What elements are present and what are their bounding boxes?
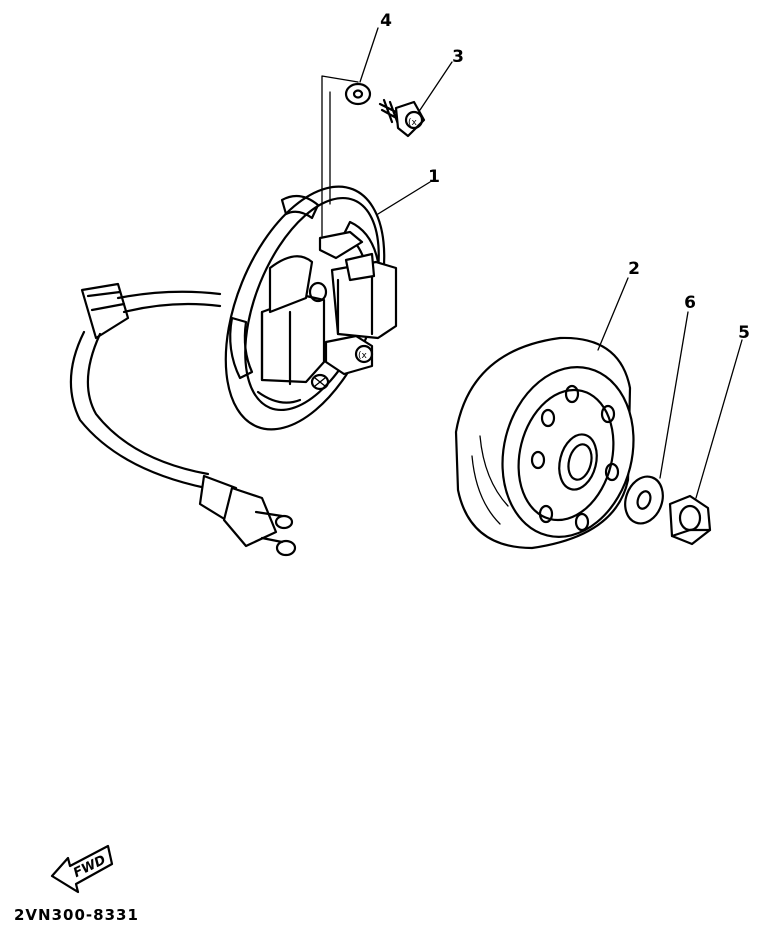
rotor-bolt-hole: [604, 462, 620, 482]
callout-3: 3: [452, 47, 464, 67]
wire-grommet: [80, 282, 130, 340]
callout-4: 4: [380, 11, 392, 31]
washer-part-4: [344, 82, 372, 106]
flywheel-rotor-part-2: [454, 336, 635, 550]
callout-leaders: [359, 27, 743, 499]
rotor-bolt-hole: [564, 384, 580, 404]
pickup-block: [318, 230, 364, 260]
plate-slot: [280, 194, 320, 220]
wire-connector: [198, 474, 297, 557]
drawing-code: 2VN300-8331: [14, 906, 139, 924]
svg-text:(x: (x: [358, 351, 368, 361]
screw-part-3: (x: [378, 98, 426, 138]
callout-6: 6: [684, 293, 696, 313]
plate-slot: [229, 316, 254, 380]
rotor-bolt-hole: [538, 504, 554, 524]
leader-line-5: [695, 339, 743, 499]
fwd-arrow-icon: FWD: [50, 844, 114, 894]
rotor-bolt-hole: [574, 512, 590, 532]
leader-line-3: [419, 61, 453, 111]
rotor-hub: [558, 433, 598, 491]
stator-assembly: (x (x: [69, 185, 398, 557]
wire-harness: [69, 330, 208, 490]
callout-1: 1: [428, 167, 440, 187]
stator-wire: [116, 290, 222, 300]
callout-5: 5: [738, 323, 750, 343]
screw-head: [310, 373, 330, 391]
svg-text:(x: (x: [408, 118, 418, 128]
callout-2: 2: [628, 259, 640, 279]
leader-line-2: [597, 277, 629, 351]
pickup-block: [324, 334, 374, 376]
rotor-bolt-hole: [540, 408, 556, 428]
leader-line-6: [659, 311, 689, 479]
stator-coil: [260, 255, 328, 386]
washer-part-6: [624, 475, 664, 525]
leader-line-4: [359, 27, 379, 83]
leader-line: [321, 75, 359, 237]
leader-line-1: [377, 181, 431, 215]
rotor-bolt-hole: [530, 450, 546, 470]
nut-part-5: [668, 494, 712, 546]
rotor-bolt-hole: [600, 404, 616, 424]
